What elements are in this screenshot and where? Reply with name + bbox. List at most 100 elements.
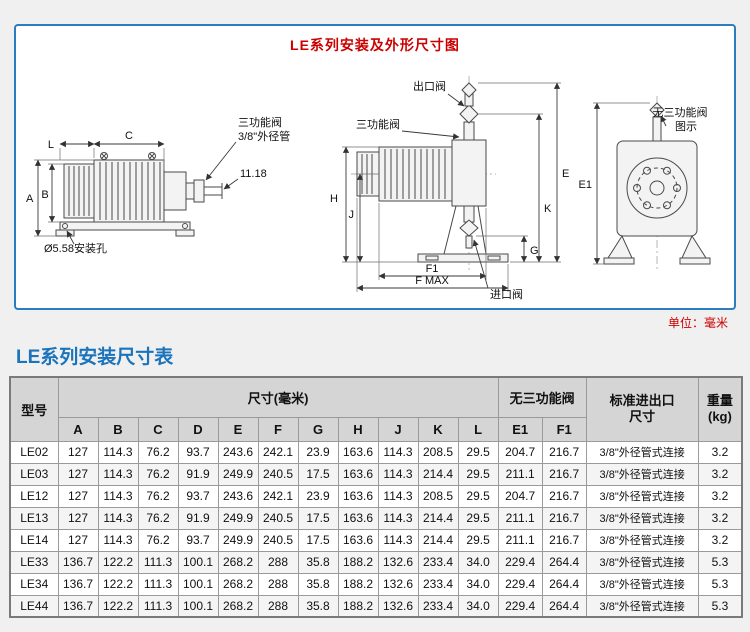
port-cell: 3/8"外径管式连接 xyxy=(585,484,699,508)
value-cell: 163.6 xyxy=(337,506,379,530)
value-cell: 76.2 xyxy=(137,528,179,552)
value-cell: 127 xyxy=(57,440,99,464)
port-cell: 3/8"外径管式连接 xyxy=(585,550,699,574)
port-cell: 3/8"外径管式连接 xyxy=(585,506,699,530)
value-cell: 249.9 xyxy=(217,462,259,486)
value-cell: 242.1 xyxy=(257,484,299,508)
port-cell: 3/8"外径管式连接 xyxy=(585,528,699,552)
model-cell: LE34 xyxy=(9,572,59,596)
model-cell: LE44 xyxy=(9,594,59,618)
table-title: LE系列安装尺寸表 xyxy=(16,347,174,368)
dim-label-g: G xyxy=(530,245,539,257)
dim-label-l: L xyxy=(48,139,54,151)
value-cell: 34.0 xyxy=(457,550,499,574)
dim-col-header: A xyxy=(57,416,99,442)
value-cell: 114.3 xyxy=(97,506,139,530)
value-cell: 17.5 xyxy=(297,506,339,530)
dim-label-e: E xyxy=(562,168,569,180)
value-cell: 211.1 xyxy=(497,528,543,552)
value-cell: 233.4 xyxy=(417,550,459,574)
side-view xyxy=(603,96,711,271)
value-cell: 264.4 xyxy=(541,594,587,618)
value-cell: 35.8 xyxy=(297,550,339,574)
dim-label-a: A xyxy=(26,193,34,205)
value-cell: 233.4 xyxy=(417,572,459,596)
value-cell: 76.2 xyxy=(137,506,179,530)
three-function-valve-label: 三功能阀 xyxy=(238,115,282,129)
no-valve-label-line2: 图示 xyxy=(675,120,697,133)
dim-col-header: J xyxy=(377,416,419,442)
dim-label-j: J xyxy=(349,209,355,221)
value-cell: 127 xyxy=(57,462,99,486)
col-header-weight: 重量(kg) xyxy=(697,376,743,442)
value-cell: 114.3 xyxy=(377,484,419,508)
value-cell: 211.1 xyxy=(497,462,543,486)
value-cell: 242.1 xyxy=(257,440,299,464)
value-cell: 229.4 xyxy=(497,572,543,596)
value-cell: 204.7 xyxy=(497,484,543,508)
value-cell: 100.1 xyxy=(177,572,219,596)
value-cell: 35.8 xyxy=(297,594,339,618)
weight-cell: 3.2 xyxy=(697,528,743,552)
value-cell: 288 xyxy=(257,550,299,574)
value-cell: 91.9 xyxy=(177,462,219,486)
value-cell: 240.5 xyxy=(257,462,299,486)
port-cell: 3/8"外径管式连接 xyxy=(585,572,699,596)
dim-col-header: E xyxy=(217,416,259,442)
value-cell: 91.9 xyxy=(177,506,219,530)
value-cell: 114.3 xyxy=(377,506,419,530)
value-cell: 249.9 xyxy=(217,506,259,530)
value-cell: 188.2 xyxy=(337,572,379,596)
value-cell: 29.5 xyxy=(457,440,499,464)
dim-col-header: H xyxy=(337,416,379,442)
value-cell: 111.3 xyxy=(137,550,179,574)
value-cell: 268.2 xyxy=(217,594,259,618)
port-cell: 3/8"外径管式连接 xyxy=(585,462,699,486)
value-cell: 127 xyxy=(57,528,99,552)
value-cell: 100.1 xyxy=(177,594,219,618)
weight-cell: 3.2 xyxy=(697,462,743,486)
value-cell: 17.5 xyxy=(297,528,339,552)
value-cell: 29.5 xyxy=(457,462,499,486)
value-cell: 163.6 xyxy=(337,462,379,486)
value-cell: 136.7 xyxy=(57,594,99,618)
left-view-dimensions: L C A B 11.18 三功能阀 3/8"外径管 Ø5.58安装孔 xyxy=(26,115,290,255)
value-cell: 114.3 xyxy=(377,440,419,464)
value-cell: 76.2 xyxy=(137,484,179,508)
value-cell: 214.4 xyxy=(417,462,459,486)
dim-col-header: E1 xyxy=(497,416,543,442)
value-cell: 114.3 xyxy=(97,440,139,464)
weight-header-text: 重量(kg) xyxy=(706,393,733,425)
left-view xyxy=(55,152,223,237)
model-cell: LE03 xyxy=(9,462,59,486)
value-cell: 163.6 xyxy=(337,528,379,552)
value-cell: 214.4 xyxy=(417,506,459,530)
value-cell: 100.1 xyxy=(177,550,219,574)
front-view-dimensions: 出口阀 三功能阀 进口阀 E K H J F1 F MAX G xyxy=(330,79,569,301)
col-header-port: 标准进出口尺寸 xyxy=(585,376,699,442)
value-cell: 114.3 xyxy=(377,462,419,486)
value-cell: 264.4 xyxy=(541,572,587,596)
port-header-text: 标准进出口尺寸 xyxy=(609,393,675,425)
dim-col-header: B xyxy=(97,416,139,442)
dim-label-tube: 11.18 xyxy=(240,168,267,180)
value-cell: 208.5 xyxy=(417,440,459,464)
value-cell: 122.2 xyxy=(97,550,139,574)
value-cell: 243.6 xyxy=(217,484,259,508)
value-cell: 268.2 xyxy=(217,550,259,574)
value-cell: 229.4 xyxy=(497,594,543,618)
dim-col-header: G xyxy=(297,416,339,442)
value-cell: 240.5 xyxy=(257,528,299,552)
value-cell: 204.7 xyxy=(497,440,543,464)
outlet-valve-label: 出口阀 xyxy=(413,79,446,93)
value-cell: 216.7 xyxy=(541,440,587,464)
weight-cell: 5.3 xyxy=(697,594,743,618)
value-cell: 216.7 xyxy=(541,506,587,530)
dim-col-header: D xyxy=(177,416,219,442)
no-valve-label-line1: 无三功能阀 xyxy=(653,105,708,119)
